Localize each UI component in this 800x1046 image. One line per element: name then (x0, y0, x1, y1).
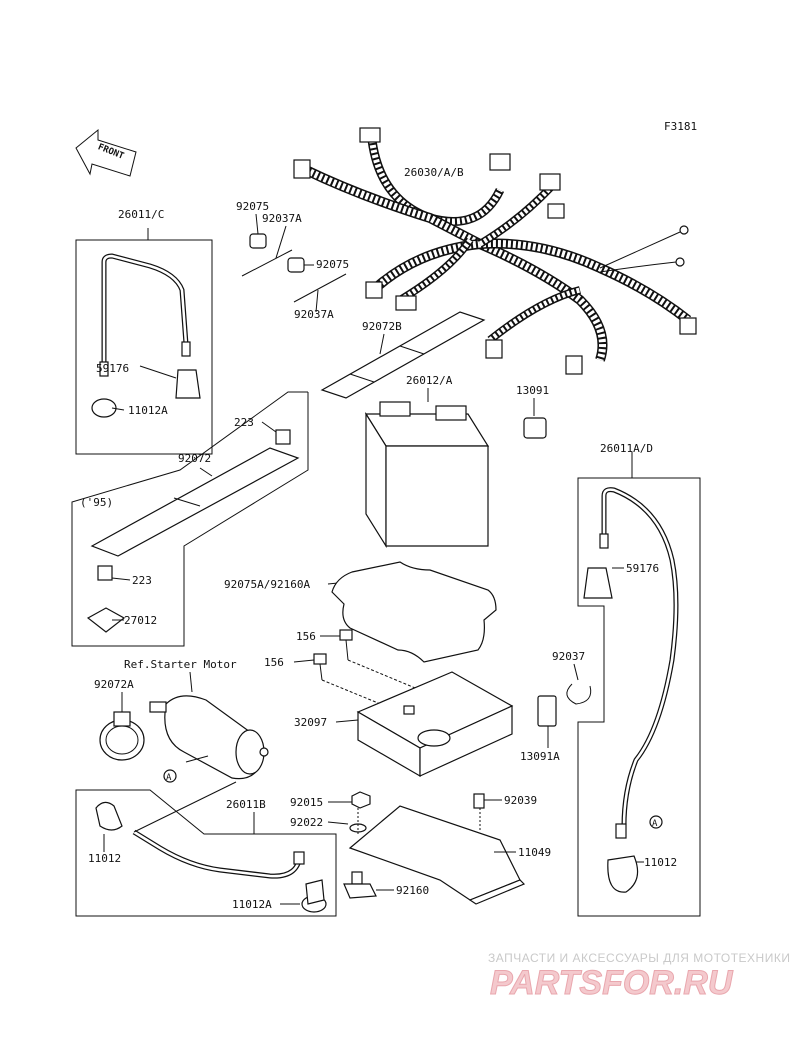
label-92015: 92015 (290, 796, 323, 809)
wiring-harness-26030: 26030/A/B (293, 127, 697, 375)
label-26030: 26030/A/B (404, 166, 464, 179)
label-27012: 27012 (124, 614, 157, 627)
front-arrow-icon: FRONT (75, 128, 137, 177)
label-223-bot: 223 (132, 574, 152, 587)
cap-13091: 13091 (516, 384, 549, 439)
watermark: ЗАПЧАСТИ И АКСЕССУАРЫ ДЛЯ МОТОТЕХНИКИ PA… (488, 951, 790, 1003)
grommet-92075-top (249, 233, 267, 249)
label-13091a: 13091A (520, 750, 560, 763)
label-32097: 32097 (294, 716, 327, 729)
figure-code: F3181 (664, 120, 697, 133)
label-92037a-bot: 92037A (294, 308, 334, 321)
label-223-top: 223 (234, 416, 254, 429)
label-156-a: 156 (296, 630, 316, 643)
group-clamps: 92075 92037A 92075 92037A (236, 200, 349, 321)
front-label: FRONT (96, 142, 125, 162)
connector (359, 127, 381, 143)
label-92075-top: 92075 (236, 200, 269, 213)
label-92037a-top: 92037A (262, 212, 302, 225)
group-26011ad: 26011A/D 59176 A 11012 (577, 442, 701, 917)
label-a-right: A (652, 819, 658, 829)
battery-cable-c (101, 253, 189, 364)
watermark-logo: PARTSFOR.RU (490, 964, 734, 1002)
terminal-end (99, 361, 109, 377)
strap-92072b: 92072B (320, 311, 486, 399)
label-26011ad: 26011A/D (600, 442, 653, 455)
label-92022: 92022 (290, 816, 323, 829)
label-11049: 11049 (518, 846, 551, 859)
label-59176-right: 59176 (626, 562, 659, 575)
reference-note: Ref.Starter Motor (124, 658, 237, 671)
watermark-tagline: ЗАПЧАСТИ И АКСЕССУАРЫ ДЛЯ МОТОТЕХНИКИ (488, 951, 790, 965)
label-a-left: A (166, 773, 172, 783)
label-92075-mid: 92075 (316, 258, 349, 271)
label-59176-left: 59176 (96, 362, 129, 375)
label-92037: 92037 (552, 650, 585, 663)
battery-26012: 26012/A (364, 374, 490, 549)
starter-motor: Ref.Starter Motor 92072A A (94, 658, 269, 783)
group-95: 223 92072 ('95) 223 27012 (71, 391, 309, 647)
label-11012-right: 11012 (644, 856, 677, 869)
group-26011c: 26011/C 59176 11012A (75, 208, 213, 455)
pad-92075a: 92075A/92160A (224, 561, 497, 663)
label-11012a-top: 11012A (128, 404, 168, 417)
label-13091: 13091 (516, 384, 549, 397)
label-92072a: 92072A (94, 678, 134, 691)
terminal-cap-59176 (175, 369, 201, 399)
label-92072b: 92072B (362, 320, 402, 333)
tray-32097: 32097 (294, 671, 514, 778)
clip-92037: 92037 (552, 650, 592, 705)
label-26011b: 26011B (226, 798, 266, 811)
label-95: ('95) (80, 496, 113, 509)
label-11012-left: 11012 (88, 852, 121, 865)
label-11012a-bot: 11012A (232, 898, 272, 911)
label-92072: 92072 (178, 452, 211, 465)
group-26011b: 26011B 11012 11012A (75, 781, 337, 917)
label-92075a: 92075A/92160A (224, 578, 310, 591)
label-26011c: 26011/C (118, 208, 164, 221)
label-156-b: 156 (264, 656, 284, 669)
grommet-92075-mid (287, 257, 305, 273)
terminal-cap-11012a (91, 398, 117, 418)
cap-13091a: 13091A (520, 695, 560, 763)
label-92160: 92160 (396, 884, 429, 897)
label-92039: 92039 (504, 794, 537, 807)
label-26012: 26012/A (406, 374, 453, 387)
bracket-11049: 92015 92022 92039 11049 92160 (290, 791, 551, 905)
